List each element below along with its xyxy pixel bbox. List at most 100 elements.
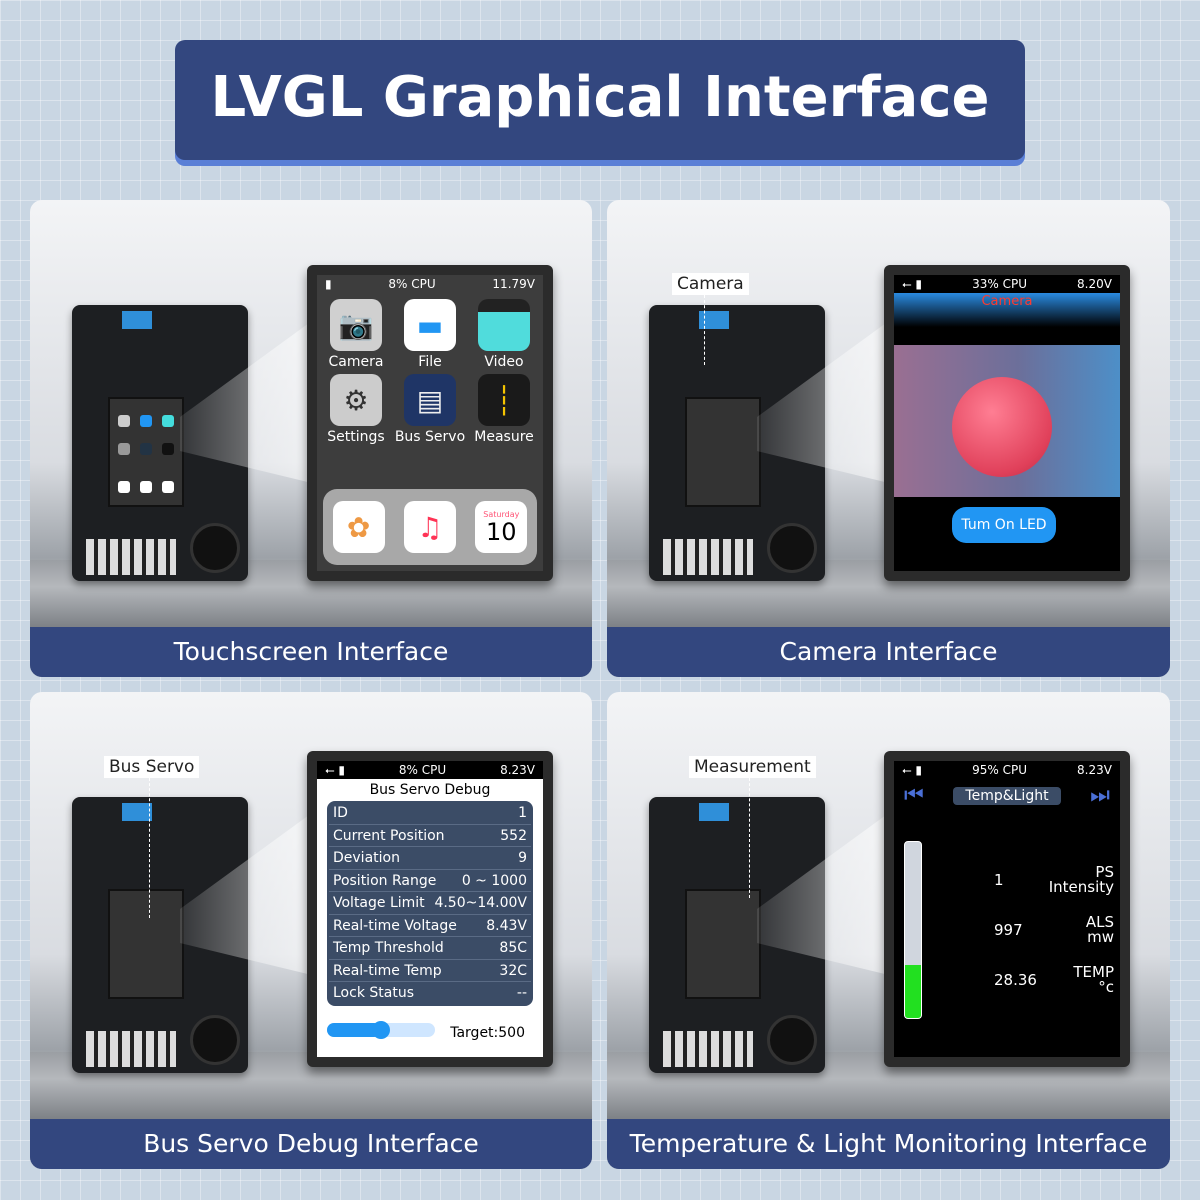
cpu-text: 8% CPU xyxy=(398,763,447,777)
usb-icon: ⭠ ▮ xyxy=(902,276,923,291)
table-row: Real-time Voltage 8.43V xyxy=(329,915,531,937)
terminal xyxy=(122,311,152,329)
status-bar: ⭠ ▮ 95% CPU 8.23V xyxy=(894,761,1120,779)
app-camera[interactable]: 📷Camera xyxy=(319,299,393,370)
usb-icon: ⭠ ▮ xyxy=(902,762,923,777)
reading-unit: mw xyxy=(1087,928,1114,946)
table-row: Voltage Limit 4.50~14.00V xyxy=(329,892,531,915)
row-label: Temp Threshold xyxy=(333,940,444,956)
app-video[interactable]: Video xyxy=(467,299,541,370)
table-row: Temp Threshold 85C xyxy=(329,937,531,960)
app-label: Camera xyxy=(328,354,384,370)
app-measure[interactable]: ┆Measure xyxy=(467,374,541,445)
callout-label: Bus Servo xyxy=(104,756,200,778)
row-label: Position Range xyxy=(333,872,437,889)
reading-value: 28.36 xyxy=(994,971,1037,989)
app-bus-servo[interactable]: ▤Bus Servo xyxy=(393,374,467,445)
row-value: 85C xyxy=(499,940,527,956)
camera-preview xyxy=(894,345,1120,497)
app-settings[interactable]: ⚙Settings xyxy=(319,374,393,445)
speaker xyxy=(767,1015,817,1065)
pin-headers xyxy=(86,1031,176,1067)
slider-fill xyxy=(327,1023,381,1037)
tab-temp-light[interactable]: Temp&Light xyxy=(953,786,1061,805)
pin-headers xyxy=(86,539,176,575)
servo-icon: ▤ xyxy=(404,374,456,426)
voltage-text: 8.23V xyxy=(1077,763,1112,777)
speaker xyxy=(190,523,240,573)
photos-icon[interactable]: ✿ xyxy=(332,501,385,553)
calendar-day: Saturday xyxy=(483,509,520,519)
callout-line xyxy=(149,778,150,918)
row-value: 0 ~ 1000 xyxy=(461,872,527,889)
led-toggle-button[interactable]: Tum On LED xyxy=(952,507,1056,543)
title-banner: LVGL Graphical Interface xyxy=(175,40,1025,160)
row-value: 4.50~14.00V xyxy=(434,895,527,911)
next-icon[interactable]: ⏭ xyxy=(1090,783,1110,808)
previous-icon[interactable]: ⏮ xyxy=(904,783,924,808)
cpu-text: 8% CPU xyxy=(388,277,436,291)
row-value: 552 xyxy=(500,827,527,844)
mini-screen xyxy=(108,889,184,999)
panel-label: Camera Interface xyxy=(607,627,1170,677)
gear-icon: ⚙ xyxy=(330,374,382,426)
table-row: Current Position 552 xyxy=(329,825,531,847)
table-row: Position Range 0 ~ 1000 xyxy=(329,870,531,892)
app-label: File xyxy=(418,354,442,370)
target-slider[interactable] xyxy=(327,1021,435,1039)
reading-unit: °c xyxy=(1098,978,1114,996)
reading-name: TEMP xyxy=(1073,963,1114,981)
mini-screen xyxy=(685,889,761,999)
row-label: Voltage Limit xyxy=(333,895,425,911)
table-row: Lock Status-- xyxy=(329,982,531,1005)
voltage-text: 8.20V xyxy=(1077,277,1112,291)
row-value: -- xyxy=(516,985,527,1001)
slider-knob[interactable] xyxy=(372,1021,390,1039)
row-label: Real-time Temp xyxy=(333,962,442,979)
usb-icon: ⭠ ▮ xyxy=(325,762,346,777)
row-label: Current Position xyxy=(333,827,445,844)
reading-unit: Intensity xyxy=(1048,878,1114,896)
mini-screen xyxy=(685,397,761,507)
app-label: Video xyxy=(484,354,524,370)
target-value: Target:500 xyxy=(450,1025,525,1041)
clapperboard-icon xyxy=(478,299,530,351)
level-bar xyxy=(904,841,922,1019)
app-file[interactable]: ▬ File xyxy=(393,299,467,370)
folder-icon: ▬ xyxy=(404,299,456,351)
row-value: 8.43V xyxy=(486,917,527,934)
music-icon[interactable]: ♫ xyxy=(403,501,456,553)
panel-label: Temperature & Light Monitoring Interface xyxy=(607,1119,1170,1169)
terminal xyxy=(699,803,729,821)
row-label: ID xyxy=(333,805,348,821)
reading-value: 997 xyxy=(994,921,1023,939)
status-bar: ⭠ ▮ 33% CPU 8.20V xyxy=(894,275,1120,293)
speaker xyxy=(767,523,817,573)
pin-headers xyxy=(663,539,753,575)
callout-line xyxy=(704,295,705,365)
pin-headers xyxy=(663,1031,753,1067)
cpu-text: 33% CPU xyxy=(972,277,1027,291)
reading-value: 1 xyxy=(994,871,1004,889)
row-label: Real-time Voltage xyxy=(333,917,457,934)
row-value: 1 xyxy=(518,805,527,821)
panel-label: Touchscreen Interface xyxy=(30,627,592,677)
cpu-text: 95% CPU xyxy=(972,763,1027,777)
